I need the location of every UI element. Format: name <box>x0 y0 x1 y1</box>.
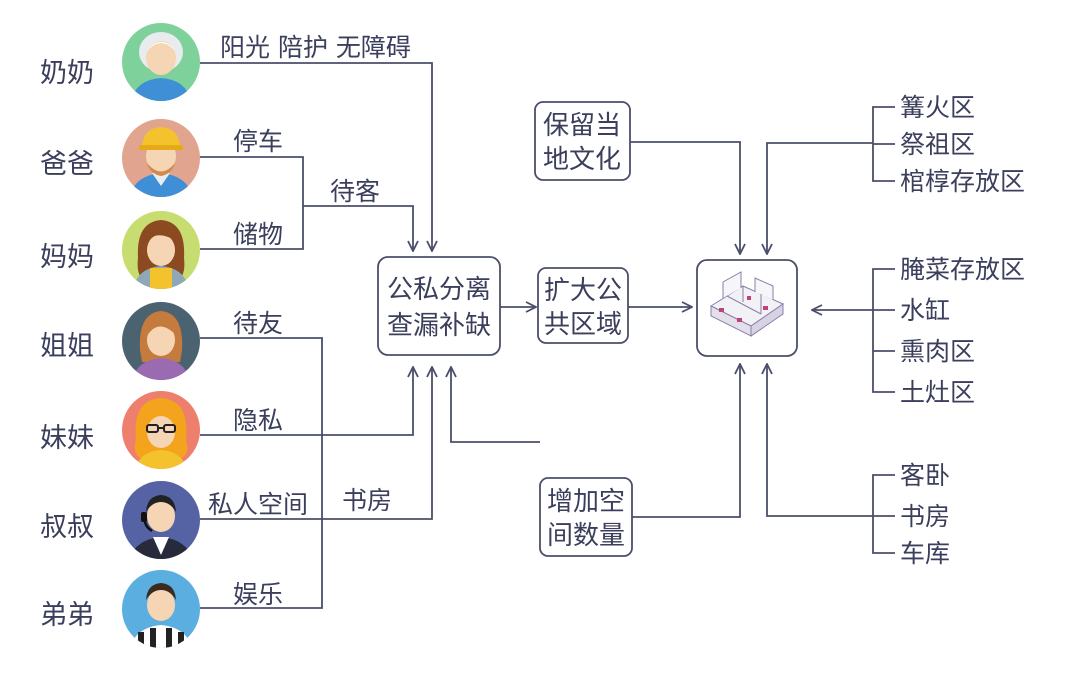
zone-earth-stove: 土灶区 <box>900 378 975 407</box>
left-connectors <box>200 62 432 609</box>
need-label-hosting: 待客 <box>330 177 380 206</box>
zone-garage: 车库 <box>900 539 950 568</box>
grandmother-icon <box>122 23 200 101</box>
member-name-grandma: 奶奶 <box>40 58 94 89</box>
zone-water-vat: 水缸 <box>900 296 950 325</box>
uncle-headset-icon <box>122 481 200 559</box>
zone-smoked-meat: 熏肉区 <box>900 337 975 366</box>
box-increase: 增加空 间数量 <box>539 477 633 557</box>
zone-coffin-storage: 棺椁存放区 <box>900 167 1025 196</box>
need-label-study: 书房 <box>342 486 392 515</box>
box-expand: 扩大公 共区域 <box>537 267 629 344</box>
younger-sister-icon <box>122 391 200 469</box>
member-name-younger-sister: 妹妹 <box>40 423 94 454</box>
zone-pickle-storage: 腌菜存放区 <box>900 255 1025 284</box>
zone-bonfire: 篝火区 <box>900 93 975 122</box>
box-separate: 公私分离 查漏补缺 <box>377 256 501 356</box>
need-label-friends: 待友 <box>233 309 283 338</box>
box-separate-line1: 公私分离 <box>387 275 491 305</box>
member-name-uncle: 叔叔 <box>40 512 94 543</box>
right-connectors <box>767 106 895 554</box>
box-culture-line2: 地文化 <box>543 145 621 175</box>
member-name-sister: 姐姐 <box>40 331 94 362</box>
need-label-grandma: 阳光 陪护 无障碍 <box>220 33 411 62</box>
box-increase-line1: 增加空 <box>547 487 625 517</box>
box-increase-line2: 间数量 <box>547 521 625 551</box>
house-floorplan-icon <box>696 259 798 357</box>
zone-guest-room: 客卧 <box>900 461 950 490</box>
need-label-private-space: 私人空间 <box>208 490 308 519</box>
box-culture-line1: 保留当 <box>543 111 621 141</box>
center-connectors <box>451 141 740 518</box>
member-name-brother: 弟弟 <box>40 600 94 631</box>
zone-ancestor-worship: 祭祖区 <box>900 130 975 159</box>
need-label-entertainment: 娱乐 <box>233 580 283 609</box>
need-label-storage: 储物 <box>233 220 283 249</box>
worker-father-icon <box>122 119 200 197</box>
mother-icon <box>122 211 200 289</box>
sister-icon <box>122 302 200 380</box>
brother-icon <box>122 570 200 648</box>
member-name-mother: 妈妈 <box>40 242 94 273</box>
member-name-father: 爸爸 <box>40 149 94 180</box>
zone-study: 书房 <box>900 502 950 531</box>
box-expand-line2: 共区域 <box>544 310 622 340</box>
need-label-privacy: 隐私 <box>233 406 283 435</box>
box-expand-line1: 扩大公 <box>544 276 622 306</box>
box-separate-line2: 查漏补缺 <box>387 311 491 341</box>
need-label-parking: 停车 <box>233 127 283 156</box>
box-culture: 保留当 地文化 <box>534 101 631 181</box>
